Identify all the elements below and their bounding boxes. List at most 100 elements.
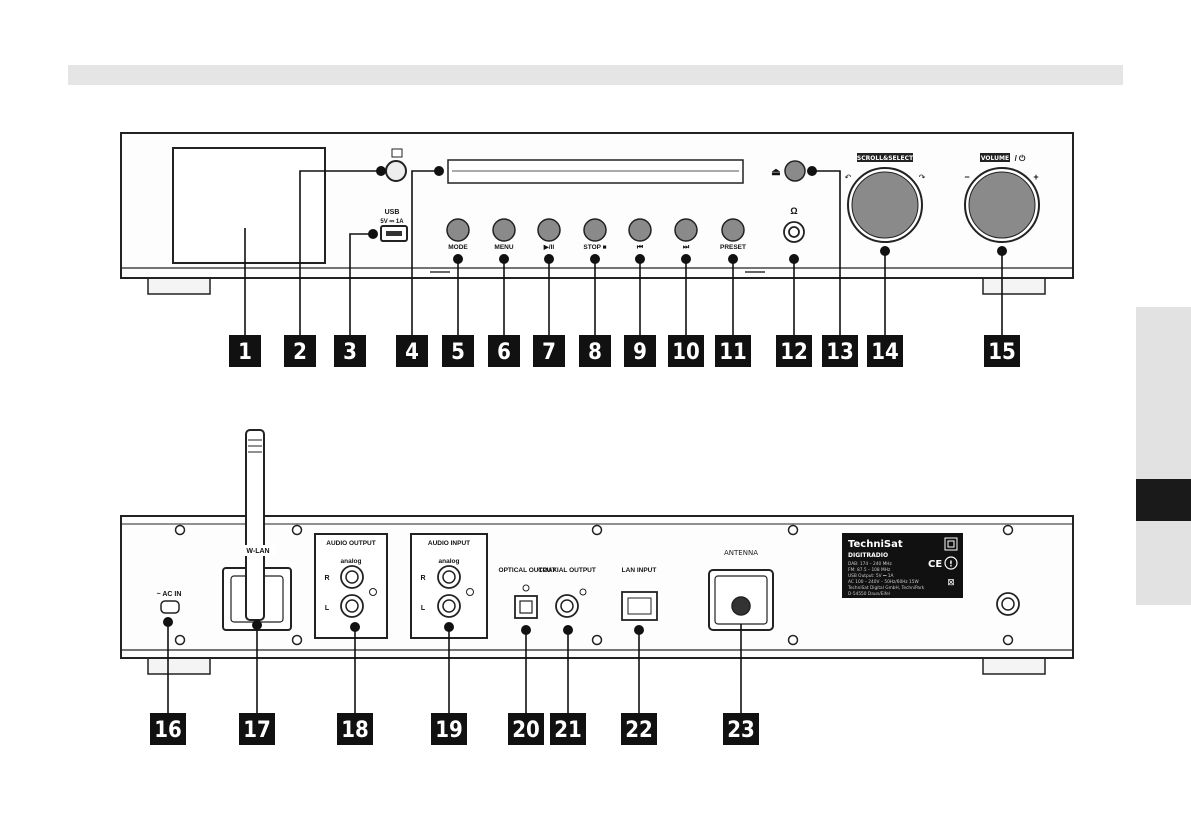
audio-output-l-label: L: [325, 605, 330, 612]
wlan-antenna[interactable]: [245, 429, 265, 621]
callout-number-16: 16: [154, 718, 182, 743]
callout-number-11: 11: [719, 340, 747, 365]
callout-number-10: 10: [672, 340, 700, 365]
preset-label: PRESET: [720, 244, 746, 251]
callout-badge-17: [239, 713, 275, 745]
callout-number-1: 1: [238, 340, 252, 365]
next-button[interactable]: [674, 218, 698, 242]
next-icon: ⏭: [683, 244, 690, 251]
callout-badge-21: [550, 713, 586, 745]
usb-rating-label: 5V ⎓ 1A: [380, 219, 404, 225]
front-leader-dots: [368, 166, 1007, 264]
callout-badge-12: [776, 335, 812, 367]
callout-badge-8: [579, 335, 611, 367]
front-leader-lines: [244, 170, 1003, 335]
callout-number-9: 9: [633, 340, 647, 365]
back-leader-lines: [167, 622, 742, 713]
side-tab-upper: [1136, 307, 1191, 479]
callout-number-4: 4: [405, 340, 419, 365]
ac-in-label: ~ AC IN: [157, 591, 182, 598]
eject-button[interactable]: [784, 160, 806, 182]
callout-number-2: 2: [293, 340, 307, 365]
rating-plate-line-5: TechniSat Digital GmbH, TechniPark: [847, 585, 925, 591]
callout-number-18: 18: [341, 718, 369, 743]
antenna-socket[interactable]: [731, 596, 751, 616]
double-insulation-icon: [944, 537, 958, 551]
weee-bin-icon: ⊠: [947, 578, 955, 588]
back-screws: [174, 524, 1014, 646]
front-foot-left: [147, 277, 211, 295]
headphone-icon: Ω: [790, 206, 797, 216]
stop-button[interactable]: [583, 218, 607, 242]
volume-label-bg: [980, 153, 1010, 162]
rating-plate-brand: TechniSat: [848, 539, 903, 550]
callout-badge-22: [621, 713, 657, 745]
callout-number-6: 6: [497, 340, 511, 365]
callout-number-14: 14: [871, 340, 899, 365]
menu-label: MENU: [494, 244, 513, 251]
callout-badge-5: [442, 335, 474, 367]
callout-badge-20: [508, 713, 544, 745]
scroll-select-label: SCROLL&SELECT: [857, 155, 914, 162]
front-panel: USB 5V ⎓ 1A MODE MENU ▶/II STOP ■ ⏮ ⏭ PR…: [120, 132, 1074, 295]
back-foot-right: [982, 657, 1046, 675]
prev-button[interactable]: [628, 218, 652, 242]
volume-knob[interactable]: [968, 171, 1036, 239]
power-icon: / ⏻: [1015, 154, 1026, 163]
preset-button[interactable]: [721, 218, 745, 242]
callout-badge-11: [715, 335, 751, 367]
side-tab-lower: [1136, 521, 1191, 605]
volume-plus-label: +: [1033, 172, 1038, 182]
callout-number-22: 22: [625, 718, 653, 743]
prev-icon: ⏮: [637, 244, 644, 251]
front-buttons: MODE MENU ▶/II STOP ■ ⏮ ⏭ PRESET: [446, 218, 746, 251]
optical-output-label: OPTICAL OUTPUT: [499, 567, 556, 574]
callout-number-20: 20: [512, 718, 540, 743]
back-panel: ~ AC IN W-LAN AUDIO OUTPUT analog R L AU…: [120, 429, 1074, 675]
audio-input-label: AUDIO INPUT: [428, 540, 470, 547]
callout-badge-9: [624, 335, 656, 367]
menu-button[interactable]: [492, 218, 516, 242]
ac-in-socket[interactable]: [160, 600, 180, 614]
side-tab-active: [1136, 479, 1191, 521]
callout-badge-7: [533, 335, 565, 367]
back-leader-dots: [163, 617, 644, 635]
rating-plate-line-3: USB Output: 5V ⎓ 1A: [848, 573, 893, 579]
callout-badge-15: [984, 335, 1020, 367]
audio-output-label: AUDIO OUTPUT: [326, 540, 376, 547]
rating-plate: [842, 533, 963, 598]
callout-number-21: 21: [554, 718, 582, 743]
callout-number-15: 15: [988, 340, 1016, 365]
ir-sensor-icon: [391, 148, 403, 158]
rating-plate-line-6: D-54550 Daun/Eifel: [848, 591, 890, 597]
header-bar: [68, 65, 1123, 85]
callout-number-7: 7: [542, 340, 556, 365]
mode-label: MODE: [448, 244, 468, 251]
callout-badge-3: [334, 335, 366, 367]
play-pause-button[interactable]: [537, 218, 561, 242]
rotate-left-icon: ↶: [844, 173, 852, 182]
info-icon: [944, 556, 958, 570]
volume-label: VOLUME: [981, 155, 1009, 162]
rating-plate-model: DIGITRADIO: [848, 552, 888, 559]
callout-number-23: 23: [727, 718, 755, 743]
audio-input-l-label: L: [421, 605, 426, 612]
stop-label: STOP ■: [583, 244, 606, 251]
scroll-select-knob[interactable]: [851, 171, 919, 239]
antenna-label: ANTENNA: [724, 549, 758, 557]
callout-number-5: 5: [451, 340, 465, 365]
callout-badge-23: [723, 713, 759, 745]
volume-minus-label: −: [964, 172, 969, 182]
rating-plate-line-4: AC 100 – 240V – 50Hz/60Hz 15W: [848, 579, 920, 585]
callout-number-13: 13: [826, 340, 854, 365]
mode-button[interactable]: [446, 218, 470, 242]
rotate-right-icon: ↷: [919, 173, 926, 182]
front-foot-right: [982, 277, 1046, 295]
callout-badge-6: [488, 335, 520, 367]
callout-badge-1: [229, 335, 261, 367]
callout-number-17: 17: [243, 718, 271, 743]
callout-badge-16: [150, 713, 186, 745]
